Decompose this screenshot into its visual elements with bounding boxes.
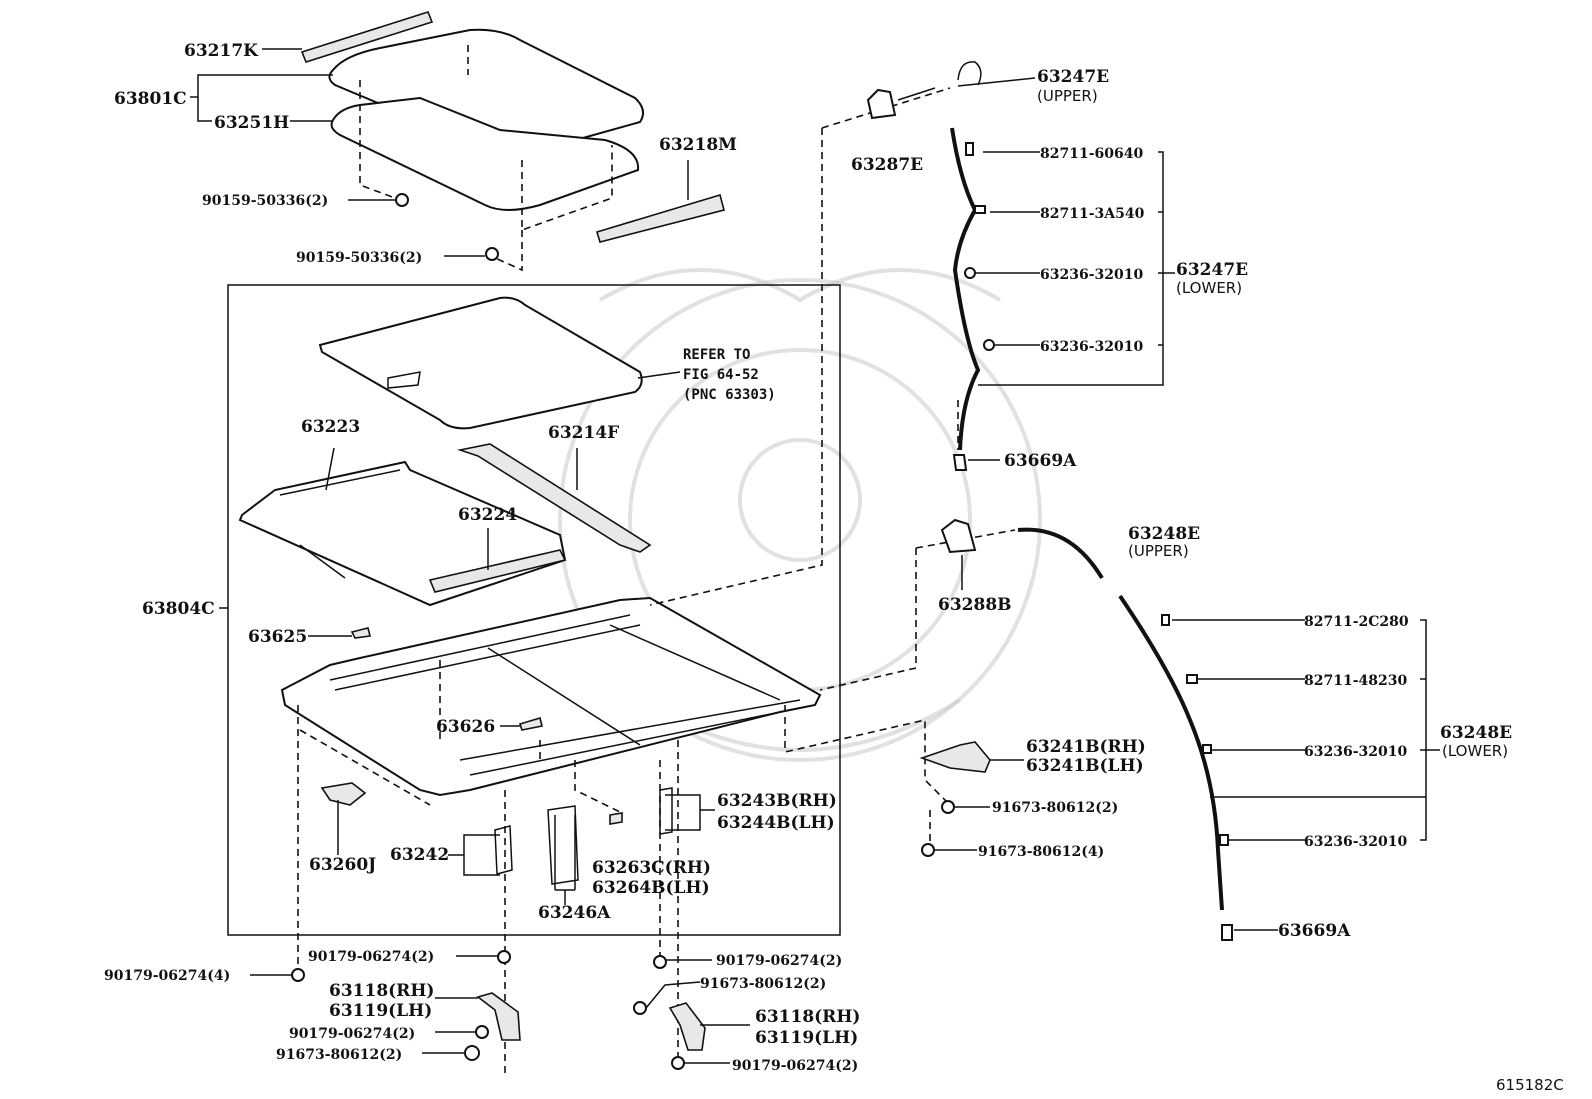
drain-hose-rear <box>940 518 1440 941</box>
leader-lines <box>190 48 1036 1064</box>
callout-63214f: 63214F <box>548 423 619 443</box>
callout-63247e-lower: 63247E <box>1176 260 1248 280</box>
reference-note-line3: (PNC 63303) <box>683 387 776 403</box>
callout-90159-50336-a: 90159-50336(2) <box>202 193 328 209</box>
callout-63260j: 63260J <box>309 855 376 875</box>
callout-upper-tag-a: (UPPER) <box>1037 87 1098 105</box>
callout-63669a-b: 63669A <box>1278 921 1351 941</box>
callout-63251h: 63251H <box>214 113 289 133</box>
callout-63241b-rh: 63241B(RH) <box>1026 737 1146 757</box>
callout-63288b: 63288B <box>938 595 1012 615</box>
callout-91673-80612-a: 91673-80612(2) <box>276 1047 402 1063</box>
callout-82711-2c280: 82711-2C280 <box>1304 614 1409 630</box>
callout-63236-32010-c: 63236-32010 <box>1304 744 1407 760</box>
callout-90179-06274-d: 90179-06274(2) <box>732 1058 858 1074</box>
callout-90159-50336-b: 90159-50336(2) <box>296 250 422 266</box>
reference-note-line1: REFER TO <box>683 347 750 363</box>
callout-82711-60640: 82711-60640 <box>1040 146 1143 162</box>
drain-hose-upper-front <box>866 61 1175 471</box>
callout-90179-06274-a: 90179-06274(2) <box>308 949 434 965</box>
callout-63801c: 63801C <box>114 89 187 109</box>
callout-91673-80612-c: 91673-80612(2) <box>992 800 1118 816</box>
callout-63264b-lh: 63264B(LH) <box>592 878 710 898</box>
callout-63625: 63625 <box>248 627 307 647</box>
reference-note-line2: FIG 64-52 <box>683 367 759 383</box>
callout-63217k: 63217K <box>184 41 259 61</box>
sunroof-housing-parts <box>238 296 822 885</box>
callout-63287e: 63287E <box>851 155 923 175</box>
callout-63118-rh-b: 63118(RH) <box>755 1007 860 1027</box>
callout-63223: 63223 <box>301 417 360 437</box>
callout-82711-48230: 82711-48230 <box>1304 673 1407 689</box>
callout-lower-tag-a: (LOWER) <box>1176 279 1242 297</box>
callout-63236-32010-d: 63236-32010 <box>1304 834 1407 850</box>
callout-63244b-lh: 63244B(LH) <box>717 813 835 833</box>
callout-63243b-rh: 63243B(RH) <box>717 791 837 811</box>
callout-63263c-rh: 63263C(RH) <box>592 858 711 878</box>
callout-63224: 63224 <box>458 505 517 525</box>
callout-labels: 63217K 63801C 63251H 63218M 90159-50336(… <box>104 41 1564 1094</box>
glass-panel-group <box>300 11 725 272</box>
callout-63669a-a: 63669A <box>1004 451 1077 471</box>
sunroof-assembly-box <box>227 284 841 936</box>
bracket-assembly <box>919 741 1024 857</box>
callout-63248e-upper: 63248E <box>1128 524 1200 544</box>
callout-63246a: 63246A <box>538 903 611 923</box>
callout-63119-lh-a: 63119(LH) <box>329 1001 432 1021</box>
callout-82711-3a540: 82711-3A540 <box>1040 206 1145 222</box>
callout-91673-80612-b: 91673-80612(2) <box>700 976 826 992</box>
callout-63119-lh-b: 63119(LH) <box>755 1028 858 1048</box>
callout-90179-06274-4: 90179-06274(4) <box>104 968 230 984</box>
callout-63118-rh-a: 63118(RH) <box>329 981 434 1001</box>
callout-90179-06274-c: 90179-06274(2) <box>716 953 842 969</box>
callout-90179-06274-b: 90179-06274(2) <box>289 1026 415 1042</box>
callout-63247e-upper: 63247E <box>1037 67 1109 87</box>
callout-63236-32010-b: 63236-32010 <box>1040 339 1143 355</box>
callout-63241b-lh: 63241B(LH) <box>1026 756 1144 776</box>
bottom-brackets <box>291 950 706 1070</box>
figure-id: 615182C <box>1496 1076 1564 1094</box>
callout-91673-80612-d: 91673-80612(4) <box>978 844 1104 860</box>
callout-upper-tag-b: (UPPER) <box>1128 542 1189 560</box>
callout-63218m: 63218M <box>659 135 737 155</box>
callout-63626: 63626 <box>436 717 495 737</box>
dashed-guide-lines <box>297 87 1016 1075</box>
callout-63804c: 63804C <box>142 599 215 619</box>
callout-63248e-lower: 63248E <box>1440 723 1512 743</box>
callout-63242: 63242 <box>390 845 449 865</box>
callout-lower-tag-b: (LOWER) <box>1442 742 1508 760</box>
callout-63236-32010-a: 63236-32010 <box>1040 267 1143 283</box>
